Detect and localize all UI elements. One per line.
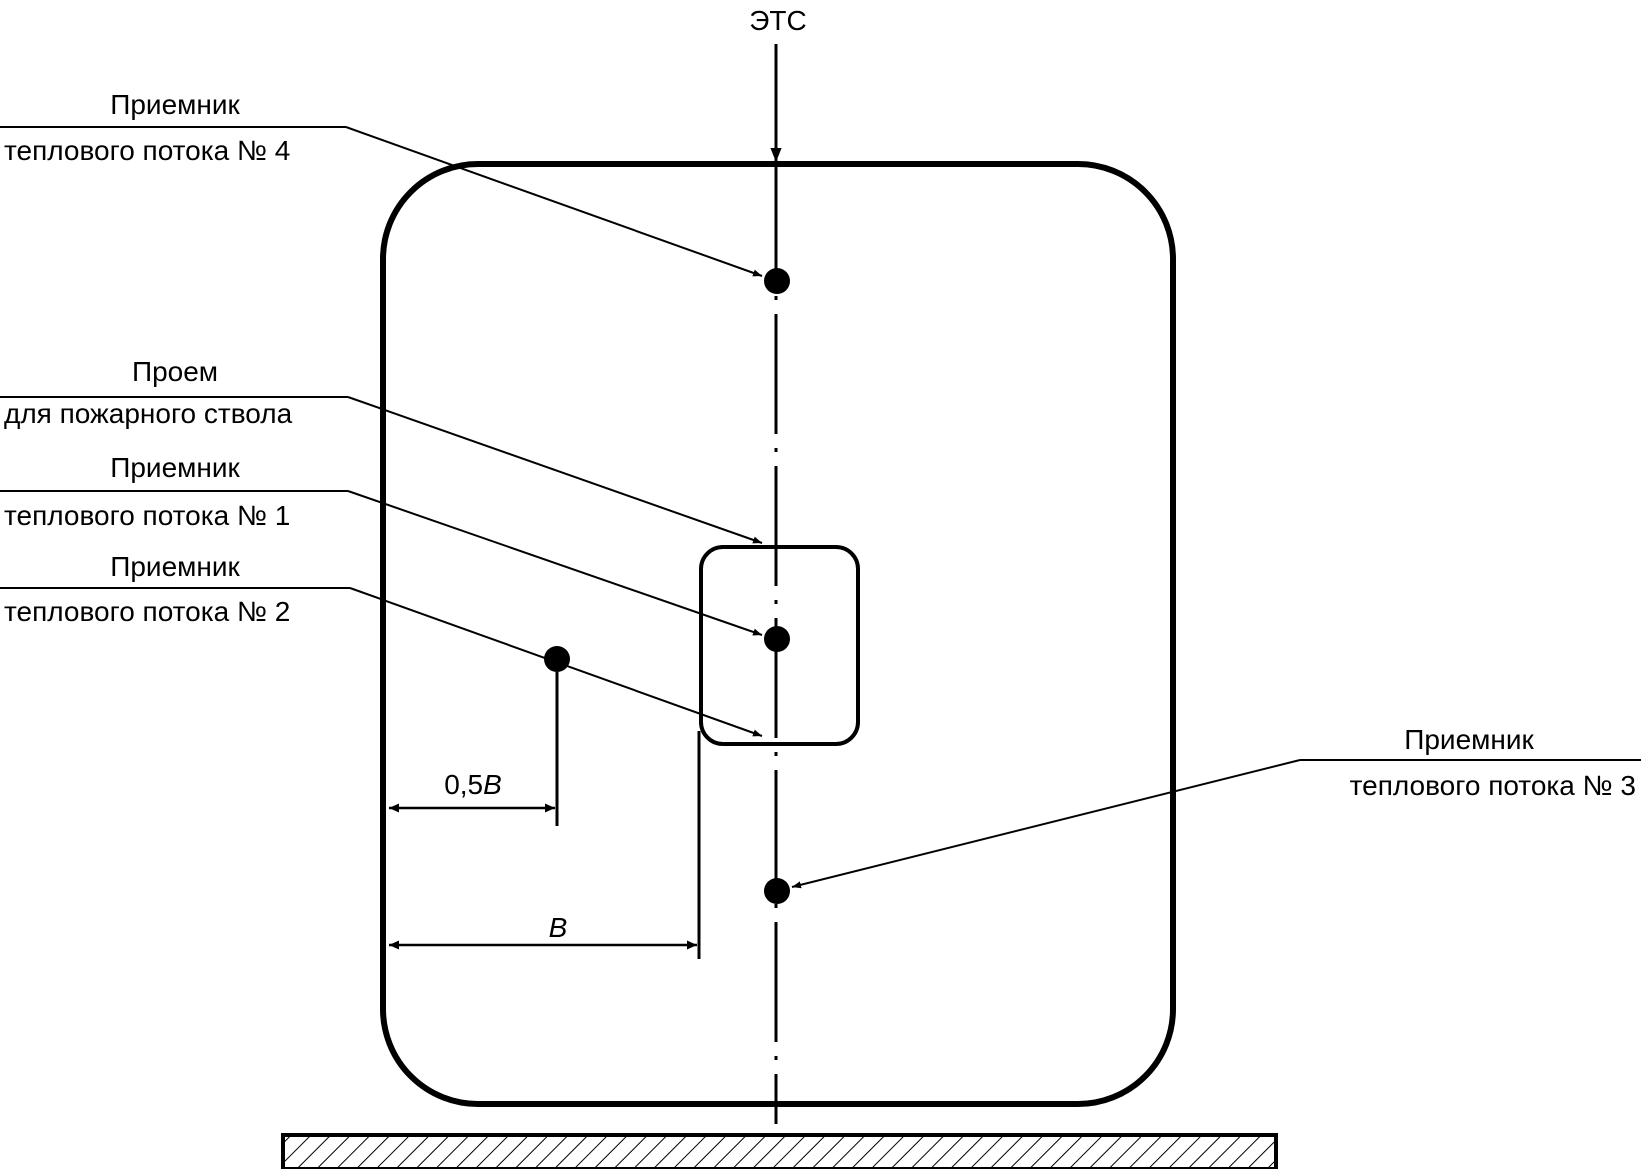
opening-subtitle: для пожарного ствола bbox=[4, 398, 293, 429]
receiver-1-dot bbox=[764, 626, 790, 652]
receiver-1-subtitle: теплового потока № 1 bbox=[4, 500, 290, 531]
receiver-4-dot bbox=[764, 268, 790, 294]
receiver-4-leader bbox=[345, 126, 763, 277]
floor-hatched bbox=[281, 1133, 1278, 1169]
receiver-4-subtitle: теплового потока № 4 bbox=[4, 135, 290, 166]
ets-label: ЭТС bbox=[749, 5, 806, 36]
receiver-1-title: Приемник bbox=[110, 452, 240, 483]
receiver-3-title: Приемник bbox=[1404, 724, 1534, 755]
full-width-label: B bbox=[549, 912, 568, 943]
receiver-2-leader bbox=[349, 587, 763, 737]
half-width-var: B bbox=[483, 769, 502, 800]
receiver-3-subtitle: теплового потока № 3 bbox=[1350, 770, 1636, 801]
receiver-3-leader bbox=[791, 759, 1301, 889]
receiver-1-leader bbox=[347, 490, 763, 636]
panel-outline bbox=[380, 161, 1176, 1107]
opening-title: Проем bbox=[132, 356, 218, 387]
receiver-4-title: Приемник bbox=[110, 89, 240, 120]
receiver-2-subtitle: теплового потока № 2 bbox=[4, 596, 290, 627]
opening-leader bbox=[347, 396, 763, 544]
half-width-label: 0,5B bbox=[444, 769, 502, 800]
half-width-prefix: 0,5 bbox=[444, 769, 483, 800]
opening-outline bbox=[699, 545, 860, 746]
receiver-3-dot bbox=[764, 878, 790, 904]
receiver-2-title: Приемник bbox=[110, 551, 240, 582]
